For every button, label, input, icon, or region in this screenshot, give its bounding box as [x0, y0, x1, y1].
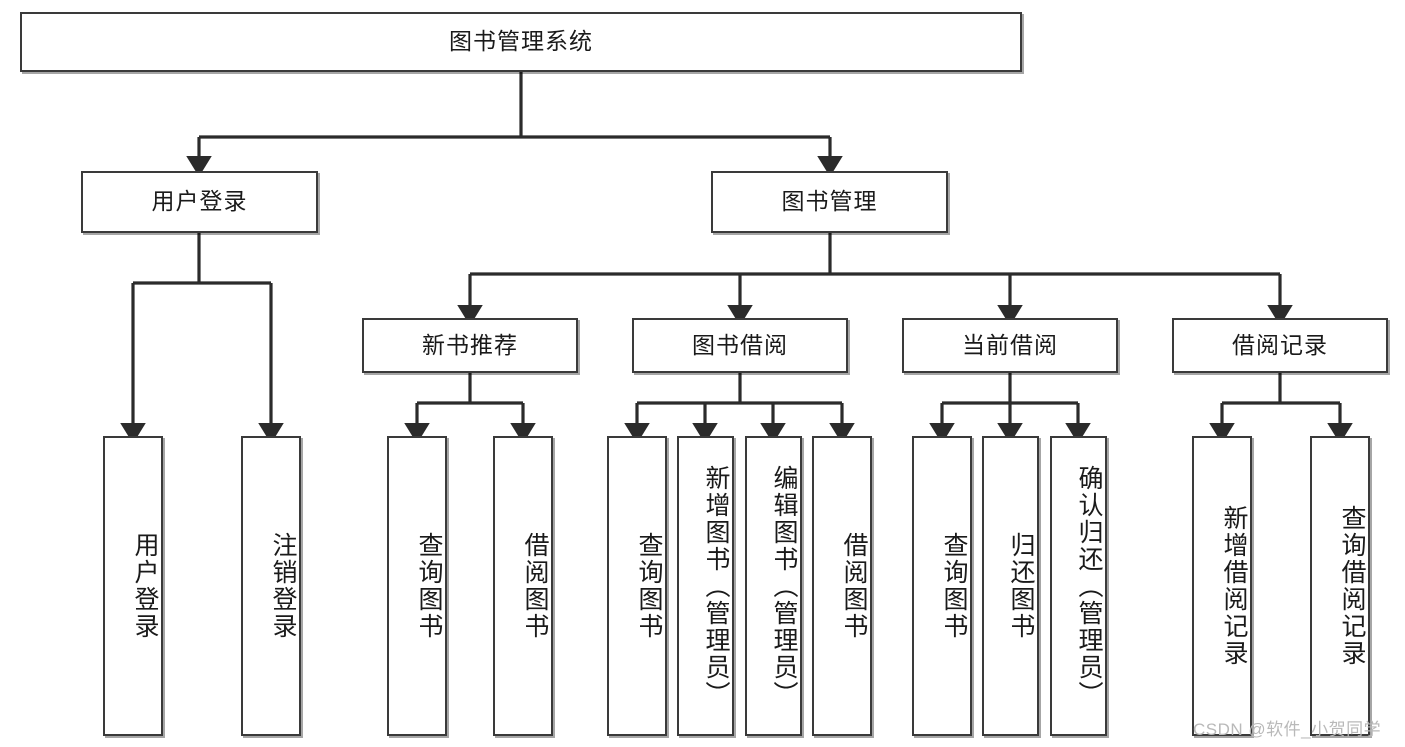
leaf-query-book-1[interactable]: 查询图书 [387, 436, 447, 736]
leaf-borrow-book-2-label: 借阅图书 [840, 532, 868, 640]
leaf-query-book-2-label: 查询图书 [635, 532, 663, 640]
leaf-query-book-2[interactable]: 查询图书 [607, 436, 667, 736]
leaf-edit-book-label: 编辑图书（管理员） [770, 464, 798, 708]
leaf-return-book-label: 归还图书 [1007, 532, 1035, 640]
leaf-query-book-1-label: 查询图书 [415, 532, 443, 640]
leaf-confirm-return-label: 确认归还（管理员） [1075, 464, 1103, 708]
node-book-borrow[interactable]: 图书借阅 [632, 318, 848, 373]
node-current-borrow-label: 当前借阅 [962, 331, 1058, 358]
leaf-logout-login[interactable]: 注销登录 [241, 436, 301, 736]
leaf-add-borrow-record[interactable]: 新增借阅记录 [1192, 436, 1252, 736]
node-book-manage-label: 图书管理 [781, 188, 878, 215]
leaf-query-borrow-record[interactable]: 查询借阅记录 [1310, 436, 1370, 736]
node-user-login[interactable]: 用户登录 [81, 171, 318, 233]
node-current-borrow[interactable]: 当前借阅 [902, 318, 1118, 373]
leaf-return-book[interactable]: 归还图书 [982, 436, 1039, 736]
node-book-borrow-label: 图书借阅 [692, 331, 788, 358]
leaf-edit-book[interactable]: 编辑图书（管理员） [745, 436, 802, 736]
node-book-manage[interactable]: 图书管理 [711, 171, 948, 233]
leaf-query-book-3[interactable]: 查询图书 [912, 436, 972, 736]
node-borrow-record[interactable]: 借阅记录 [1172, 318, 1388, 373]
node-borrow-record-label: 借阅记录 [1232, 331, 1328, 358]
leaf-confirm-return[interactable]: 确认归还（管理员） [1050, 436, 1107, 736]
leaf-logout-login-label: 注销登录 [269, 532, 297, 640]
node-root-label: 图书管理系统 [449, 28, 593, 55]
leaf-user-login-label: 用户登录 [131, 532, 159, 640]
leaf-borrow-book-1[interactable]: 借阅图书 [493, 436, 553, 736]
node-root[interactable]: 图书管理系统 [20, 12, 1022, 72]
leaf-user-login[interactable]: 用户登录 [103, 436, 163, 736]
leaf-borrow-book-1-label: 借阅图书 [521, 532, 549, 640]
leaf-borrow-book-2[interactable]: 借阅图书 [812, 436, 872, 736]
leaf-add-book[interactable]: 新增图书（管理员） [677, 436, 734, 736]
leaf-query-borrow-record-label: 查询借阅记录 [1338, 505, 1366, 667]
node-user-login-label: 用户登录 [151, 188, 248, 215]
node-new-book-recommend-label: 新书推荐 [422, 331, 518, 358]
csdn-watermark: CSDN @软件_小贺同学 [1193, 720, 1382, 739]
leaf-add-book-label: 新增图书（管理员） [702, 464, 730, 708]
leaf-add-borrow-record-label: 新增借阅记录 [1220, 505, 1248, 667]
node-new-book-recommend[interactable]: 新书推荐 [362, 318, 578, 373]
leaf-query-book-3-label: 查询图书 [940, 532, 968, 640]
